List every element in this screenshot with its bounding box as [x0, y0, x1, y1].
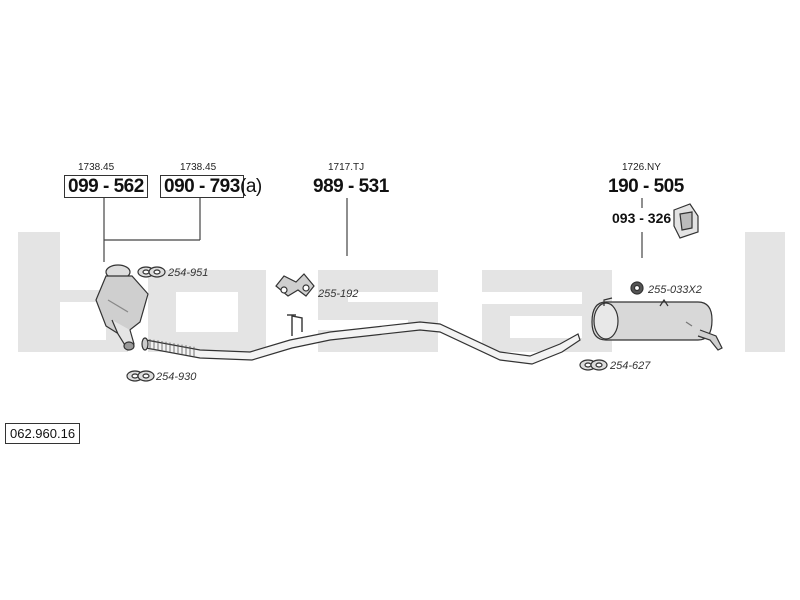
cat2-code: 090 - 793	[160, 175, 244, 198]
cat1-sub-label: 1738.45	[78, 162, 115, 173]
part-255-033x2: 255-033X2	[648, 284, 702, 296]
rear-sub-label: 1726.NY	[622, 162, 661, 173]
rear-muffler	[591, 297, 723, 351]
cat2-note: (a)	[240, 176, 262, 197]
rubber-mount-rear	[630, 281, 644, 295]
rear-code: 190 - 505	[608, 176, 684, 197]
hanger-mid	[275, 273, 315, 297]
part-255-192: 255-192	[318, 288, 359, 300]
gasket-front-bottom	[126, 370, 155, 382]
mid-sub-label: 1717.TJ	[328, 162, 365, 173]
catalytic-converter	[95, 264, 149, 351]
part-254-627: 254-627	[610, 360, 651, 372]
part-254-951: 254-951	[168, 267, 209, 279]
mid-code: 989 - 531	[313, 176, 389, 197]
reference-number: 062.960.16	[5, 423, 81, 444]
cat2-sub-label: 1738.45	[180, 162, 217, 173]
gasket-front-top	[137, 266, 166, 278]
gasket-rear	[579, 359, 608, 371]
bracket-code: 093 - 326	[612, 210, 672, 226]
cat1-code: 099 - 562	[64, 175, 148, 198]
part-254-930: 254-930	[156, 371, 197, 383]
leader-lines	[103, 198, 643, 262]
rear-bracket	[673, 203, 699, 239]
exhaust-pipe	[141, 314, 581, 365]
